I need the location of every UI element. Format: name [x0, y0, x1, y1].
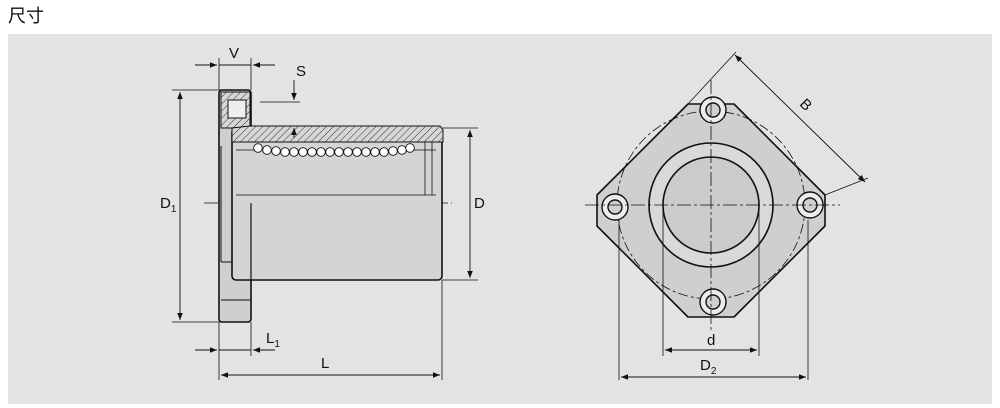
label-D1: D1	[160, 195, 177, 215]
label-B: B	[796, 95, 815, 114]
label-V: V	[229, 45, 239, 62]
label-D2: D2	[700, 357, 717, 377]
label-d: d	[707, 332, 715, 349]
dim-line-B	[734, 54, 866, 183]
body-section	[231, 125, 444, 143]
label-L: L	[321, 355, 329, 372]
front-view: d D2 B	[585, 51, 869, 380]
label-D: D	[474, 195, 485, 212]
side-view: V S D1 D L1 L	[160, 45, 485, 380]
label-L1: L1	[266, 330, 280, 350]
page-title: 尺寸	[8, 6, 44, 27]
label-S: S	[296, 63, 306, 80]
